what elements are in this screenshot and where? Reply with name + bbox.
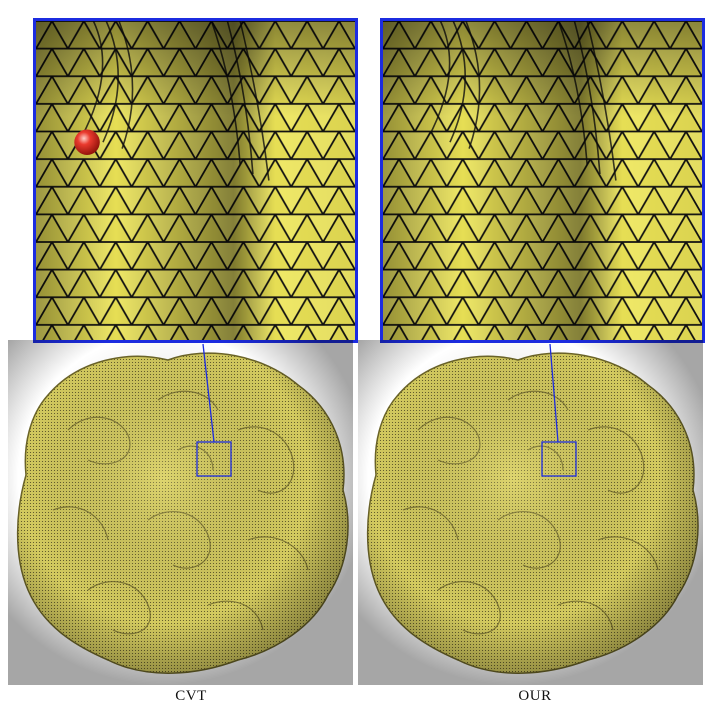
molecule-render xyxy=(8,340,353,685)
mesh-closeup xyxy=(383,21,702,340)
panel-our: OUR xyxy=(358,0,716,722)
zoom-inset-our xyxy=(380,18,705,343)
molecule-surface-cvt xyxy=(8,340,353,685)
panel-caption: OUR xyxy=(518,688,552,704)
zoom-connector-line xyxy=(202,343,215,443)
zoom-region-marker xyxy=(541,441,577,477)
zoom-inset-cvt xyxy=(33,18,358,343)
molecule-render xyxy=(358,340,703,685)
panel-caption: CVT xyxy=(175,688,207,704)
zoom-connector-line xyxy=(549,343,559,443)
panel-cvt: CVT xyxy=(8,18,358,704)
mesh-closeup xyxy=(36,21,355,340)
molecule-surface-our xyxy=(358,340,703,685)
marker-sphere xyxy=(74,129,100,155)
